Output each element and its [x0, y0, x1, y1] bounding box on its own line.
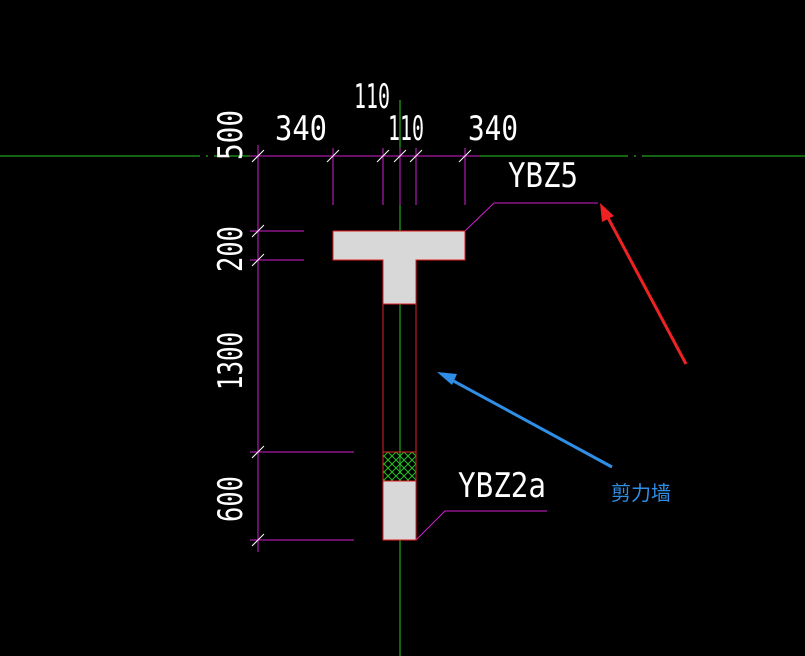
dim-top-right: 340	[468, 109, 518, 149]
dim-left-web: 1300	[211, 332, 251, 390]
dim-left-flange: 200	[211, 226, 251, 272]
axis-lines	[0, 100, 805, 656]
label-ybz5: YBZ5	[508, 156, 578, 196]
dim-top-left: 340	[275, 109, 327, 149]
blue-arrow	[437, 372, 613, 469]
dimension-lines	[250, 145, 598, 552]
annotation-shear-wall: 剪力墙	[611, 481, 671, 505]
ybz5-column[interactable]	[332, 230, 466, 305]
dim-left-bottom: 600	[211, 476, 251, 522]
dimension-ticks	[251, 149, 472, 547]
label-ybz2a: YBZ2a	[458, 466, 546, 506]
red-arrow	[600, 203, 688, 365]
dim-top-center: 110	[354, 77, 390, 117]
dim-top-mid: 110	[388, 109, 424, 149]
dim-left-top: 500	[211, 110, 251, 160]
hatched-section	[382, 451, 417, 482]
ybz2a-column[interactable]	[382, 480, 417, 541]
